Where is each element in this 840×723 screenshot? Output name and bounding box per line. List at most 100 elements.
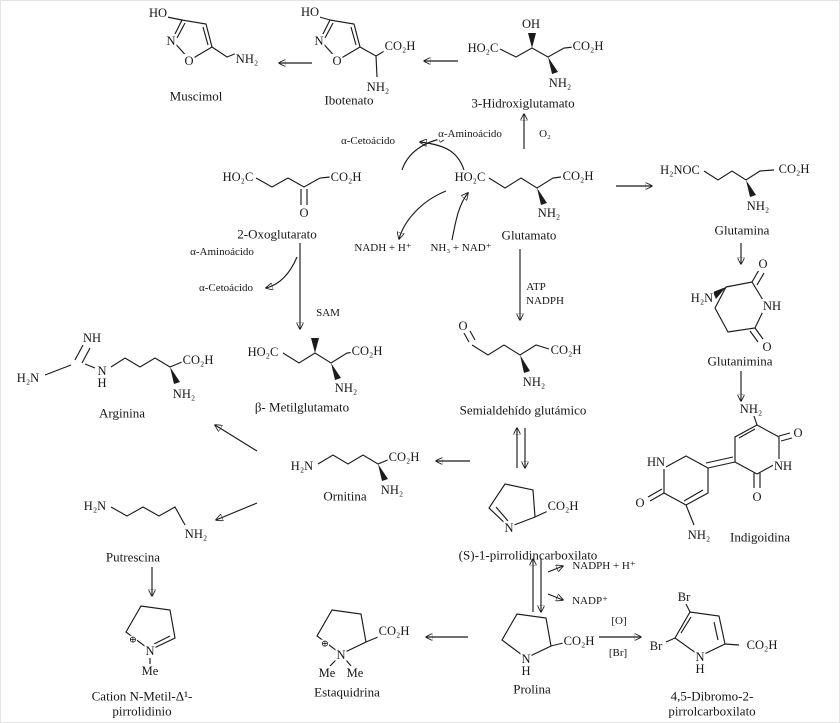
atom-label: N bbox=[694, 650, 706, 664]
ibotenato-structure bbox=[315, 15, 387, 78]
cofactor-label: α-Cetoácido bbox=[339, 134, 397, 148]
cofactor-label: [O] bbox=[610, 614, 628, 628]
atom-label: CO₂H bbox=[377, 624, 411, 638]
arrow-ornitina-to-putrescina bbox=[216, 502, 258, 520]
cofactor-label: α-Aminoácido bbox=[437, 127, 503, 141]
atom-label: O bbox=[761, 340, 773, 354]
atom-label: HO₂C bbox=[246, 345, 280, 359]
atom-label: NH bbox=[761, 299, 783, 313]
atom-label: O bbox=[751, 490, 763, 504]
atom-label: NH₂ bbox=[536, 206, 562, 220]
atom-label: H bbox=[520, 664, 532, 678]
atom-label: NH₂ bbox=[234, 52, 260, 66]
arc-nad bbox=[451, 193, 468, 241]
metilglutamato-structure bbox=[282, 338, 356, 380]
plus-charge-icon: ⊕ bbox=[129, 635, 137, 647]
cofactor-label: [Br] bbox=[607, 646, 629, 660]
atom-label: OH bbox=[520, 17, 542, 31]
atom-label: CO₂H bbox=[777, 162, 811, 176]
arrow-to-nadph-label bbox=[547, 566, 563, 573]
atom-label: H₂N bbox=[82, 499, 108, 513]
atom-label: Me bbox=[345, 666, 365, 680]
muscimol-structure bbox=[166, 16, 238, 61]
cofactor-label: SAM bbox=[315, 306, 341, 320]
arrow-ornitina-to-arginina bbox=[215, 425, 258, 452]
compound-name-ornitina: Ornitina bbox=[323, 488, 367, 504]
compound-name-ibotenato: Ibotenato bbox=[324, 92, 374, 108]
atom-label: NH₂ bbox=[365, 80, 391, 94]
indigoidina-structure bbox=[647, 415, 793, 526]
atom-label: HO₂C bbox=[221, 170, 255, 184]
compound-name-glutanimina: Glutanimina bbox=[707, 353, 773, 369]
atom-label: N bbox=[313, 34, 325, 48]
atom-label: HO₂C bbox=[466, 41, 500, 55]
atom-label: O bbox=[331, 54, 343, 68]
atom-label: NH₂ bbox=[171, 387, 197, 401]
atom-label: H₂N bbox=[15, 371, 41, 385]
atom-label: H bbox=[694, 662, 706, 676]
atom-label: N bbox=[165, 34, 177, 48]
atom-label: HO bbox=[299, 5, 321, 19]
cofactor-label: α-Aminoácido bbox=[189, 245, 255, 259]
atom-label: NH₂ bbox=[738, 402, 764, 416]
atom-label: H₂N bbox=[689, 291, 715, 305]
atom-label: O bbox=[298, 206, 310, 220]
atom-label: NH₂ bbox=[333, 381, 359, 395]
atom-label: CO₂H bbox=[546, 499, 580, 513]
arginina-structure bbox=[44, 344, 183, 384]
glutanimina-structure bbox=[713, 269, 767, 343]
atom-label: N bbox=[503, 521, 515, 535]
atom-label: Me bbox=[140, 664, 160, 678]
atom-label: CO₂H bbox=[561, 169, 595, 183]
compound-name-putrescina: Putrescina bbox=[105, 549, 161, 565]
compound-name-muscimol: Muscimol bbox=[169, 88, 223, 104]
atom-label: O bbox=[457, 319, 469, 333]
atom-label: CO₂H bbox=[387, 450, 421, 464]
cofactor-label: ATP bbox=[525, 280, 547, 294]
atom-label: O bbox=[792, 426, 804, 440]
atom-label: CO₂H bbox=[181, 353, 215, 367]
atom-label: CO₂H bbox=[562, 634, 596, 648]
compound-name-glutamato: Glutamato bbox=[501, 227, 557, 243]
atom-label: NH₂ bbox=[686, 528, 712, 542]
atom-label: CO₂H bbox=[745, 638, 779, 652]
atom-label: CO₂H bbox=[350, 344, 384, 358]
pirrolidincarboxilato-structure bbox=[488, 483, 549, 528]
cofactor-label: NADP⁺ bbox=[571, 594, 609, 608]
atom-label: Me bbox=[317, 666, 337, 680]
estaquidrina-structure bbox=[316, 609, 379, 667]
atom-label: CO₂H bbox=[383, 39, 417, 53]
prolina-structure bbox=[501, 613, 564, 659]
oxoglutarato-structure bbox=[255, 176, 331, 205]
arc-alpha-cetoacido-top bbox=[420, 142, 465, 171]
atom-label: H₂NOC bbox=[659, 163, 701, 177]
cofactor-label: NADH + H⁺ bbox=[353, 241, 413, 255]
atom-label: Br bbox=[676, 590, 692, 604]
compound-name-prolina: Prolina bbox=[513, 681, 551, 697]
arc-alpha-cetoacido-left bbox=[266, 256, 298, 288]
cofactor-label: NADPH bbox=[525, 294, 565, 308]
ornitina-structure bbox=[317, 454, 391, 481]
atom-label: HO₂C bbox=[453, 170, 487, 184]
atom-label: NH₂ bbox=[379, 483, 405, 497]
compound-name-hidroxiglutamato: 3-Hidroxiglutamato bbox=[471, 95, 575, 111]
atom-label: CO₂H bbox=[571, 39, 605, 53]
atom-label: N bbox=[96, 364, 108, 378]
reaction-arrows bbox=[152, 61, 741, 637]
atom-label: N bbox=[144, 644, 156, 658]
cofactor-label: NADPH + H⁺ bbox=[571, 559, 637, 573]
cation-n-metil-structure bbox=[125, 605, 176, 664]
compound-name-metilglutamato: β- Metilglutamato bbox=[254, 399, 350, 415]
semialdehido-structure bbox=[463, 330, 550, 373]
compound-name-semialdehido: Semialdehído glutámico bbox=[459, 402, 587, 418]
glutamato-structure bbox=[488, 176, 562, 205]
atom-label: NH₂ bbox=[745, 199, 771, 213]
atom-label: H bbox=[96, 376, 108, 390]
atom-label: NH bbox=[81, 331, 103, 345]
cofactor-label: NH₃ + NAD⁺ bbox=[429, 241, 493, 255]
compound-name-indigoidina: Indigoidina bbox=[730, 529, 790, 545]
atom-label: Br bbox=[648, 639, 664, 653]
atom-label: N bbox=[335, 648, 347, 662]
atom-label: O bbox=[634, 496, 646, 510]
